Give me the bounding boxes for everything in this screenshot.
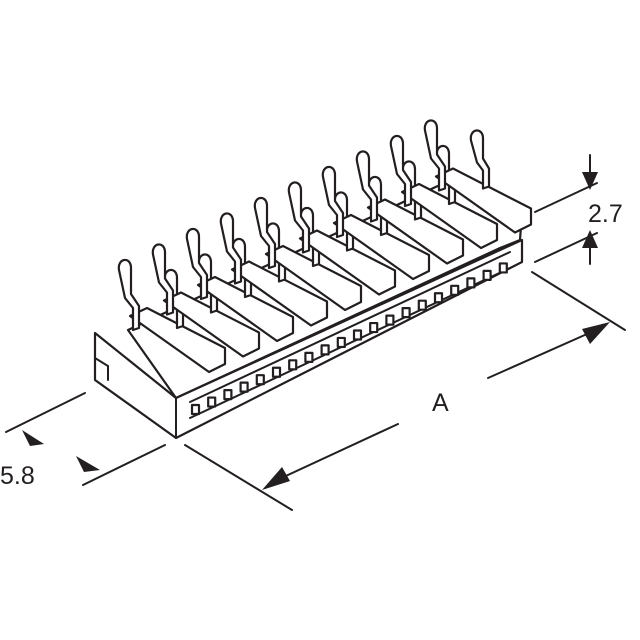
front-slot <box>433 292 444 304</box>
front-slot <box>417 299 427 311</box>
front-slot <box>369 321 379 334</box>
contact-pin <box>355 150 379 223</box>
extension-line-left <box>184 444 293 511</box>
front-slot <box>466 277 476 289</box>
contact-pin <box>185 227 209 301</box>
contact-pin <box>219 212 243 285</box>
front-slot <box>352 329 363 341</box>
housing-rib <box>366 198 465 265</box>
front-slot <box>482 269 492 281</box>
housing-rib <box>196 275 295 343</box>
depth-dimension: 5.8 <box>0 392 166 490</box>
pin-group <box>117 119 533 374</box>
contact-pin <box>321 165 345 239</box>
dimension-line-left <box>274 423 399 482</box>
front-slot <box>304 351 314 363</box>
height-dimension: 2.7 <box>534 154 623 265</box>
housing-rib <box>264 244 363 312</box>
arrow-down-icon <box>582 172 598 190</box>
housing-rib <box>298 229 397 296</box>
front-slot <box>401 307 411 319</box>
arrow-up-icon <box>582 230 598 248</box>
housing-rib <box>230 260 329 327</box>
front-slot-group <box>190 262 508 416</box>
contact-pin <box>151 243 175 316</box>
housing-front <box>93 238 524 440</box>
arrow-right-icon <box>582 322 610 344</box>
contact-pin <box>253 196 277 270</box>
depth-dimension-label: 5.8 <box>0 462 35 490</box>
front-slot <box>223 389 233 401</box>
front-slot <box>498 262 508 274</box>
housing-rib <box>332 213 431 281</box>
front-slot <box>320 344 330 356</box>
arrow-up-left-icon <box>76 456 100 472</box>
front-slot <box>385 314 395 326</box>
front-slot <box>190 403 201 416</box>
front-slot <box>255 374 265 386</box>
housing-rib <box>162 291 261 358</box>
extension-line-right <box>531 271 626 331</box>
front-slot <box>271 366 282 378</box>
housing-rib <box>434 167 533 234</box>
extension-line-front <box>82 444 166 486</box>
front-slot <box>288 359 298 371</box>
front-slot <box>239 381 249 393</box>
housing-rib <box>128 306 227 374</box>
front-slot <box>336 336 346 349</box>
extension-line-back <box>5 392 86 433</box>
length-dimension: A <box>184 271 626 511</box>
height-dimension-label: 2.7 <box>588 200 623 228</box>
contact-pin <box>117 258 141 332</box>
contact-pin <box>287 181 311 254</box>
front-slot <box>450 284 460 296</box>
contact-pin <box>469 129 491 190</box>
extension-line-top <box>534 182 598 213</box>
front-slot <box>207 396 217 408</box>
contact-pin <box>389 134 413 208</box>
contact-pin <box>423 119 447 192</box>
arrow-down-right-icon <box>22 430 44 446</box>
arrow-left-icon <box>262 467 290 490</box>
length-dimension-label: A <box>432 389 449 417</box>
dimension-line-right <box>487 329 597 379</box>
housing-rib <box>400 182 499 250</box>
